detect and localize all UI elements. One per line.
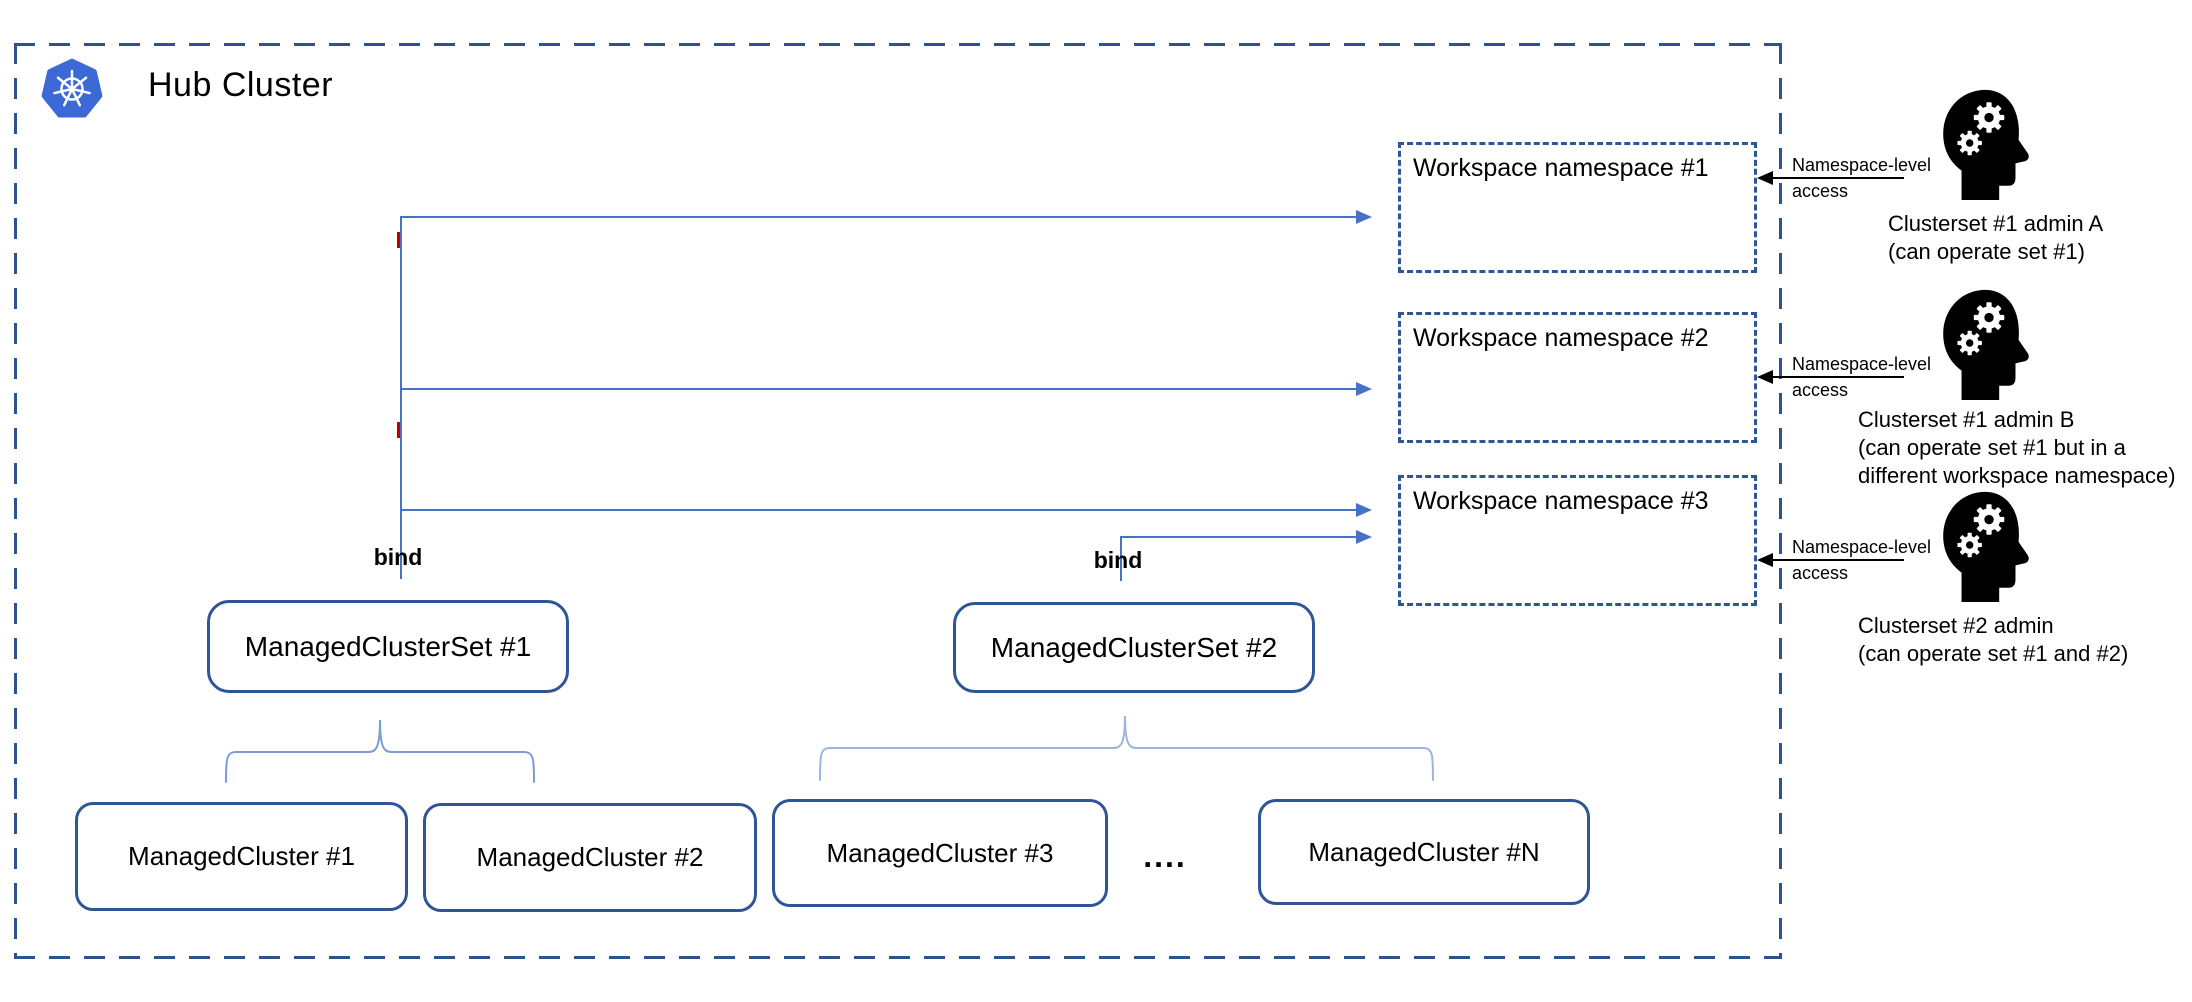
admin-1-caption: Clusterset #1 admin A (can operate set #… — [1888, 210, 2103, 266]
admin-caption-line: Clusterset #1 admin B — [1858, 407, 2075, 432]
thinking-head-icon — [1943, 289, 2029, 400]
managedcluster-1-box: ManagedCluster #1 — [75, 802, 408, 911]
namespace-access-label: access — [1792, 380, 1849, 400]
workspace-namespace-1-box: Workspace namespace #1 — [1398, 142, 1757, 273]
thinking-head-icon — [1943, 89, 2029, 200]
clusters-ellipsis: .... — [1143, 838, 1187, 874]
admin-3-caption: Clusterset #2 admin (can operate set #1 … — [1858, 612, 2128, 668]
namespace-access-label: access — [1792, 181, 1849, 201]
bind-label-2: bind — [1093, 547, 1143, 573]
hub-boundary-left — [14, 43, 17, 959]
workspace-namespace-1-label: Workspace namespace #1 — [1413, 154, 1709, 182]
namespace-access-label: Namespace-level — [1792, 354, 1932, 374]
admin-caption-line: Clusterset #2 admin — [1858, 613, 2054, 638]
workspace-namespace-3-box: Workspace namespace #3 — [1398, 475, 1757, 606]
managedcluster-2-box: ManagedCluster #2 — [423, 803, 757, 912]
arrow-line — [1770, 376, 1904, 378]
left-arrow-icon — [1757, 553, 1773, 567]
namespace-access-note-3: Namespace-level access — [1757, 537, 1931, 587]
namespace-access-note-2: Namespace-level access — [1757, 354, 1931, 404]
managedclusterset-1-label: ManagedClusterSet #1 — [244, 630, 532, 662]
arrow-line — [1770, 177, 1904, 179]
clusterset2-bind-vertical-line — [1120, 537, 1122, 581]
red-tick-mark — [397, 422, 400, 438]
managedcluster-n-label: ManagedCluster #N — [1308, 836, 1540, 867]
arrow-right-icon — [1356, 530, 1372, 544]
hub-boundary-top — [14, 43, 1782, 46]
left-arrow-icon — [1757, 370, 1773, 384]
arrow-right-icon — [1356, 210, 1372, 224]
bind-label-1: bind — [373, 544, 423, 570]
left-arrow-icon — [1757, 171, 1773, 185]
clusterset1-to-workspace3-line — [400, 509, 1356, 511]
managedcluster-3-box: ManagedCluster #3 — [772, 799, 1108, 907]
hub-cluster-title: Hub Cluster — [148, 66, 334, 104]
hub-boundary-bottom — [14, 956, 1782, 959]
managedclusterset-2-label: ManagedClusterSet #2 — [990, 631, 1278, 663]
managedcluster-2-label: ManagedCluster #2 — [476, 842, 704, 872]
admin-caption-line: (can operate set #1 and #2) — [1858, 641, 2129, 666]
arrow-line — [1770, 559, 1904, 561]
clusterset1-bind-vertical-line — [400, 217, 402, 579]
managedcluster-3-label: ManagedCluster #3 — [826, 837, 1054, 868]
namespace-access-label: Namespace-level — [1792, 155, 1932, 175]
admin-caption-line: (can operate set #1 but in a — [1858, 435, 2126, 460]
workspace-namespace-2-box: Workspace namespace #2 — [1398, 312, 1757, 443]
workspace-namespace-3-label: Workspace namespace #3 — [1413, 487, 1709, 515]
admin-2-caption: Clusterset #1 admin B (can operate set #… — [1858, 406, 2176, 490]
arrow-right-icon — [1356, 503, 1372, 517]
managedcluster-n-box: ManagedCluster #N — [1258, 799, 1590, 905]
admin-caption-line: (can operate set #1) — [1888, 239, 2085, 264]
admin-caption-line: different workspace namespace) — [1858, 463, 2176, 488]
clusterset1-to-workspace2-line — [400, 388, 1356, 390]
workspace-namespace-2-label: Workspace namespace #2 — [1413, 324, 1709, 352]
curly-brace-icon — [819, 715, 1434, 781]
clusterset2-to-workspace3-line — [1120, 536, 1356, 538]
hub-boundary-right — [1779, 43, 1782, 959]
namespace-access-label: access — [1792, 563, 1849, 583]
kubernetes-icon — [41, 58, 103, 118]
thinking-head-icon — [1943, 491, 2029, 602]
managedclusterset-2-box: ManagedClusterSet #2 — [953, 602, 1315, 693]
red-tick-mark — [397, 232, 400, 248]
managedcluster-1-label: ManagedCluster #1 — [128, 841, 355, 871]
arrow-right-icon — [1356, 382, 1372, 396]
curly-brace-icon — [225, 719, 535, 783]
namespace-access-label: Namespace-level — [1792, 537, 1932, 557]
managedclusterset-1-box: ManagedClusterSet #1 — [207, 600, 569, 693]
admin-caption-line: Clusterset #1 admin A — [1888, 211, 2104, 236]
clusterset1-to-workspace1-line — [400, 216, 1356, 218]
namespace-access-note-1: Namespace-level access — [1757, 155, 1931, 205]
